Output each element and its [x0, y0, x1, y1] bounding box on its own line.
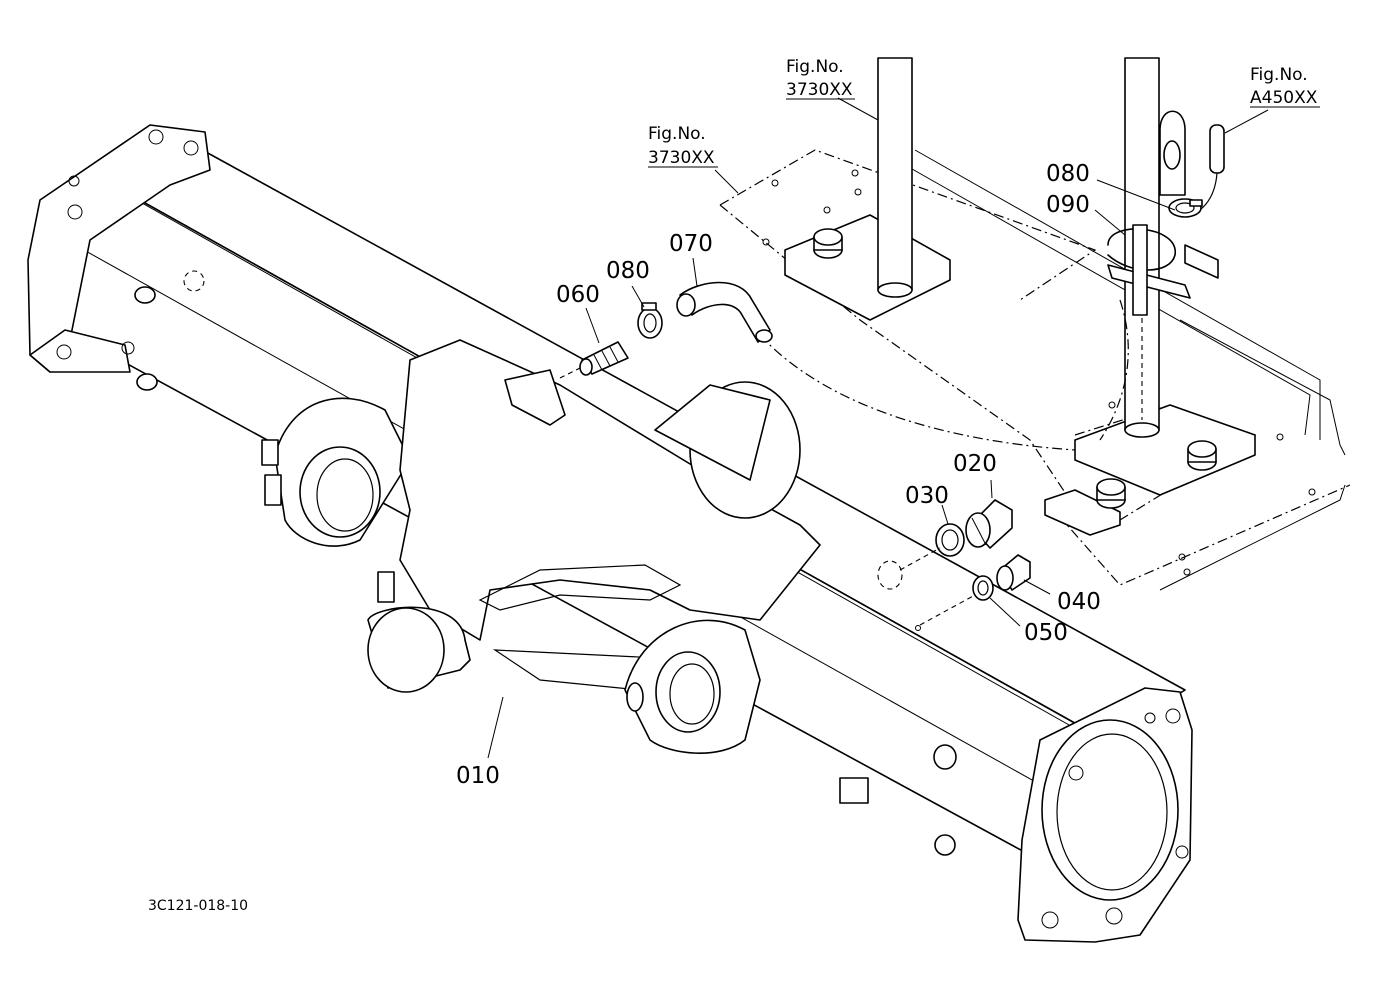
part-labels: 010 020 030 040 050 060 070 080 080 090	[456, 161, 1101, 789]
label-080-left: 080	[606, 258, 650, 284]
label-070: 070	[669, 231, 713, 257]
frame-bolt-right	[1187, 440, 1217, 471]
fig-ref-2-title: Fig.No.	[648, 124, 706, 144]
hose-clamp-right	[1168, 198, 1203, 218]
breather-fitting	[579, 341, 629, 376]
frame-bolt-left	[813, 228, 843, 259]
hose-clip-bracket	[1159, 110, 1225, 279]
label-060: 060	[556, 282, 600, 308]
frame-bolt-lower	[1096, 478, 1126, 509]
drain-plug-020	[965, 499, 1013, 549]
fitting-leader-060	[559, 367, 581, 379]
label-090: 090	[1046, 192, 1090, 218]
sealing-washer-030	[935, 523, 965, 557]
label-030: 030	[905, 483, 949, 509]
plug-leader-020	[899, 547, 941, 571]
drawing-code: 3C121-018-10	[148, 898, 248, 914]
fig-ref-3-number: A450XX	[1250, 88, 1318, 108]
label-040: 040	[1057, 589, 1101, 615]
plug-leader-040	[919, 594, 976, 626]
label-020: 020	[953, 451, 997, 477]
plug-040	[996, 554, 1031, 591]
label-080-right: 080	[1046, 161, 1090, 187]
label-050: 050	[1024, 620, 1068, 646]
hose-routing-line	[759, 334, 1076, 451]
breather-hose	[676, 281, 773, 343]
hose-clamp-left	[637, 302, 663, 339]
hose-routing-line-2	[1099, 299, 1129, 441]
frame-post-left	[877, 57, 913, 298]
pipe-stub	[1132, 224, 1148, 316]
figure-references: Fig.No. 3730XX Fig.No. 3730XX Fig.No. A4…	[648, 57, 1320, 168]
fig-ref-3-title: Fig.No.	[1250, 65, 1308, 85]
axle-case	[27, 124, 1193, 943]
leader-lines	[487, 97, 1269, 759]
fig-ref-1-title: Fig.No.	[786, 57, 844, 77]
sealing-washer-050	[972, 575, 994, 601]
fig-ref-1-number: 3730XX	[786, 80, 853, 100]
label-010: 010	[456, 763, 500, 789]
fig-ref-2-number: 3730XX	[648, 148, 715, 168]
